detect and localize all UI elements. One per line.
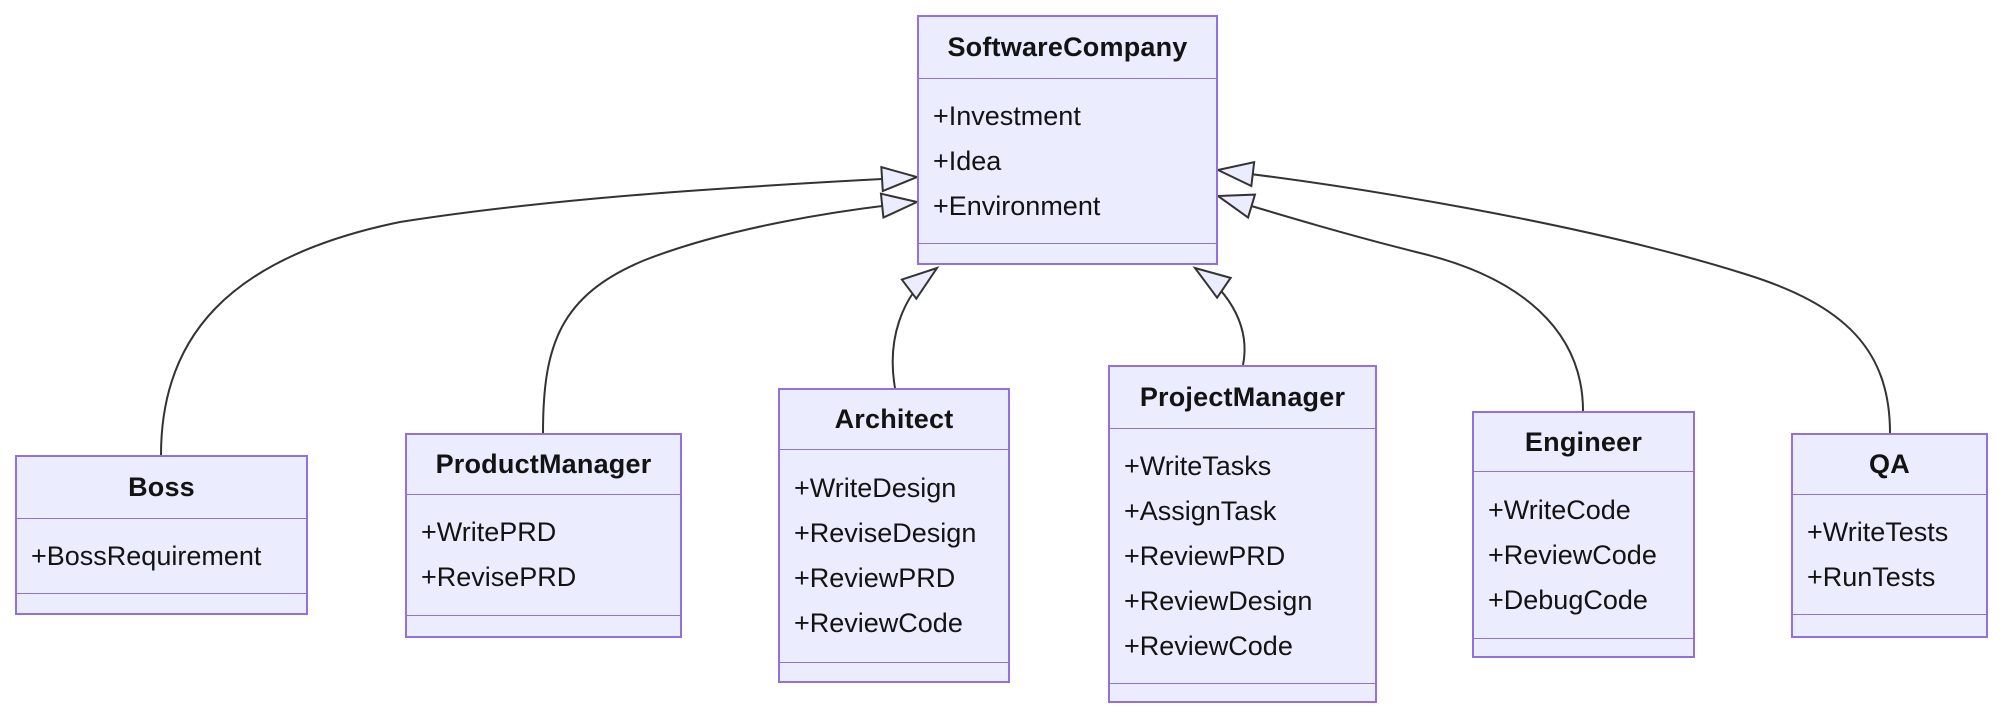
class-attribute: +WriteDesign [794,473,957,503]
class-attribute: +ReviewCode [1124,630,1293,661]
class-projectmanager: ProjectManager +WriteTasks +AssignTask +… [1108,365,1377,703]
class-methods-empty [919,243,1216,263]
edge-engineer-to-softwarecompany [1218,196,1584,412]
class-methods-empty [1474,638,1693,656]
class-attribute: +WriteTests [1807,516,1949,547]
class-attribute: +ReviewPRD [794,563,956,593]
class-title: Engineer [1474,413,1693,472]
class-attribute: +Idea [933,145,1002,176]
class-attribute: +ReviewCode [1488,539,1657,570]
class-attributes: +WriteTasks +AssignTask +ReviewPRD +Revi… [1110,429,1375,683]
class-attributes: +WriteDesign +ReviseDesign +ReviewPRD +R… [780,450,1008,662]
class-engineer: Engineer +WriteCode +ReviewCode +DebugCo… [1472,411,1695,658]
class-attribute: +ReviewPRD [1124,540,1286,571]
class-attributes: +BossRequirement [17,519,306,593]
class-methods-empty [407,615,680,636]
class-attribute: +WritePRD [421,517,557,547]
class-architect: Architect +WriteDesign +ReviseDesign +Re… [778,388,1010,683]
class-softwarecompany: SoftwareCompany +Investment +Idea +Envir… [917,15,1218,265]
class-attributes: +WritePRD +RevisePRD [407,495,680,615]
class-attribute: +Investment [933,100,1081,131]
class-attributes: +Investment +Idea +Environment [919,79,1216,243]
class-attributes: +WriteCode +ReviewCode +DebugCode [1474,472,1693,638]
class-title: Boss [17,457,306,519]
edge-projectmanager-to-softwarecompany [1195,268,1246,366]
class-attribute: +ReviewCode [794,608,963,638]
class-attribute: +WriteCode [1488,494,1631,525]
class-attribute: +RunTests [1807,561,1936,592]
class-attribute: +WriteTasks [1124,450,1272,481]
class-attribute: +ReviewDesign [1124,585,1313,616]
class-attribute: +ReviseDesign [794,518,977,548]
class-attribute: +DebugCode [1488,584,1648,615]
class-attribute: +AssignTask [1124,495,1277,526]
class-title: ProductManager [407,435,680,495]
class-title: QA [1793,435,1986,495]
class-qa: QA +WriteTests +RunTests [1791,433,1988,638]
class-attribute: +BossRequirement [31,540,262,571]
edge-productmanager-to-softwarecompany [542,202,917,434]
class-boss: Boss +BossRequirement [15,455,308,615]
class-attributes: +WriteTests +RunTests [1793,495,1986,614]
class-methods-empty [780,662,1008,681]
class-title: Architect [780,390,1008,450]
class-title: ProjectManager [1110,367,1375,429]
class-methods-empty [17,593,306,613]
edge-boss-to-softwarecompany [160,177,917,456]
edge-architect-to-softwarecompany [891,268,937,389]
class-productmanager: ProductManager +WritePRD +RevisePRD [405,433,682,638]
class-title: SoftwareCompany [919,17,1216,79]
edge-qa-to-softwarecompany [1218,170,1891,434]
class-attribute: +Environment [933,190,1101,221]
class-methods-empty [1793,614,1986,636]
class-methods-empty [1110,683,1375,701]
class-attribute: +RevisePRD [421,562,577,592]
